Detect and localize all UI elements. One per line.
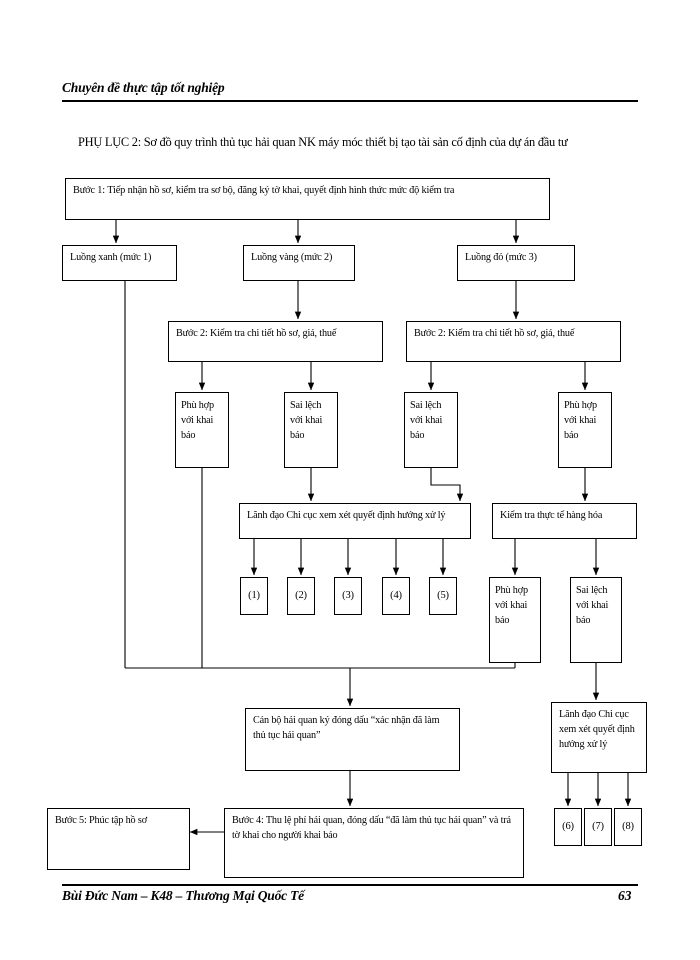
node-outcome-7[interactable]: (7) [584, 808, 612, 846]
node-outcome-2[interactable]: (2) [287, 577, 315, 615]
node-outcome-5-label: (5) [437, 590, 449, 602]
node-outcome-8-label: (8) [622, 821, 634, 833]
header-divider [62, 100, 638, 102]
node-channel-yellow[interactable]: Luồng vàng (mức 2) [243, 245, 355, 281]
node-officer-stamp[interactable]: Cán bộ hải quan ký đóng dấu “xác nhận đã… [245, 708, 460, 771]
node-outcome-4[interactable]: (4) [382, 577, 410, 615]
node-channel-yellow-label: Luồng vàng (mức 2) [251, 252, 333, 263]
node-outcome-2-label: (2) [295, 590, 307, 602]
node-result-match-yellow-label: Phù hợp với khai báo [181, 400, 214, 441]
node-result-match-red-label: Phù hợp với khai báo [564, 400, 597, 441]
node-inspection-match-label: Phù hợp với khai báo [495, 585, 528, 626]
node-leader-review-right-label: Lãnh đạo Chi cục xem xét quyết định hướn… [559, 709, 635, 750]
node-outcome-4-label: (4) [390, 590, 402, 602]
node-inspection-mismatch-label: Sai lệch với khai báo [576, 585, 609, 626]
node-channel-red[interactable]: Luồng đỏ (mức 3) [457, 245, 575, 281]
node-outcome-7-label: (7) [592, 821, 604, 833]
node-step-2-yellow-label: Bước 2: Kiểm tra chi tiết hồ sơ, giá, th… [176, 328, 337, 339]
node-step-5-label: Bước 5: Phúc tập hồ sơ [55, 815, 147, 826]
node-result-mismatch-red-label: Sai lệch với khai báo [410, 400, 443, 441]
node-outcome-6[interactable]: (6) [554, 808, 582, 846]
node-outcome-1-label: (1) [248, 590, 260, 602]
node-result-mismatch-red[interactable]: Sai lệch với khai báo [404, 392, 458, 468]
node-leader-review-mid-label: Lãnh đạo Chi cục xem xét quyết định hướn… [247, 510, 446, 521]
node-result-mismatch-yellow[interactable]: Sai lệch với khai báo [284, 392, 338, 468]
node-step-1-label: Bước 1: Tiếp nhận hồ sơ, kiểm tra sơ bộ,… [73, 185, 455, 196]
node-outcome-1[interactable]: (1) [240, 577, 268, 615]
node-inspection-match[interactable]: Phù hợp với khai báo [489, 577, 541, 663]
figure-caption: PHỤ LỤC 2: Sơ đồ quy trình thủ tục hải q… [78, 135, 568, 149]
node-inspection-mismatch[interactable]: Sai lệch với khai báo [570, 577, 622, 663]
node-step-1[interactable]: Bước 1: Tiếp nhận hồ sơ, kiểm tra sơ bộ,… [65, 178, 550, 220]
node-leader-review-mid[interactable]: Lãnh đạo Chi cục xem xét quyết định hướn… [239, 503, 471, 539]
node-officer-stamp-label: Cán bộ hải quan ký đóng dấu “xác nhận đã… [253, 715, 440, 741]
node-step-2-red[interactable]: Bước 2: Kiểm tra chi tiết hồ sơ, giá, th… [406, 321, 621, 362]
node-outcome-3[interactable]: (3) [334, 577, 362, 615]
footer-author: Bùi Đức Nam – K48 – Thương Mại Quốc Tế [62, 888, 304, 903]
node-result-match-yellow[interactable]: Phù hợp với khai báo [175, 392, 229, 468]
node-outcome-5[interactable]: (5) [429, 577, 457, 615]
node-step-2-red-label: Bước 2: Kiểm tra chi tiết hồ sơ, giá, th… [414, 328, 575, 339]
node-leader-review-right[interactable]: Lãnh đạo Chi cục xem xét quyết định hướn… [551, 702, 647, 773]
node-outcome-8[interactable]: (8) [614, 808, 642, 846]
footer-page-number: 63 [618, 888, 632, 903]
node-result-mismatch-yellow-label: Sai lệch với khai báo [290, 400, 323, 441]
page-header-title: Chuyên đề thực tập tốt nghiệp [62, 80, 225, 95]
node-step-4-label: Bước 4: Thu lệ phí hải quan, đóng dấu “đ… [232, 815, 511, 841]
node-step-4[interactable]: Bước 4: Thu lệ phí hải quan, đóng dấu “đ… [224, 808, 524, 878]
node-physical-inspection[interactable]: Kiểm tra thực tế hàng hóa [492, 503, 637, 539]
node-outcome-6-label: (6) [562, 821, 574, 833]
node-channel-green-label: Luồng xanh (mức 1) [70, 252, 152, 263]
footer-divider [62, 884, 638, 886]
node-channel-green[interactable]: Luồng xanh (mức 1) [62, 245, 177, 281]
node-result-match-red[interactable]: Phù hợp với khai báo [558, 392, 612, 468]
node-channel-red-label: Luồng đỏ (mức 3) [465, 252, 537, 263]
node-step-2-yellow[interactable]: Bước 2: Kiểm tra chi tiết hồ sơ, giá, th… [168, 321, 383, 362]
node-outcome-3-label: (3) [342, 590, 354, 602]
node-physical-inspection-label: Kiểm tra thực tế hàng hóa [500, 510, 603, 521]
node-step-5[interactable]: Bước 5: Phúc tập hồ sơ [47, 808, 190, 870]
